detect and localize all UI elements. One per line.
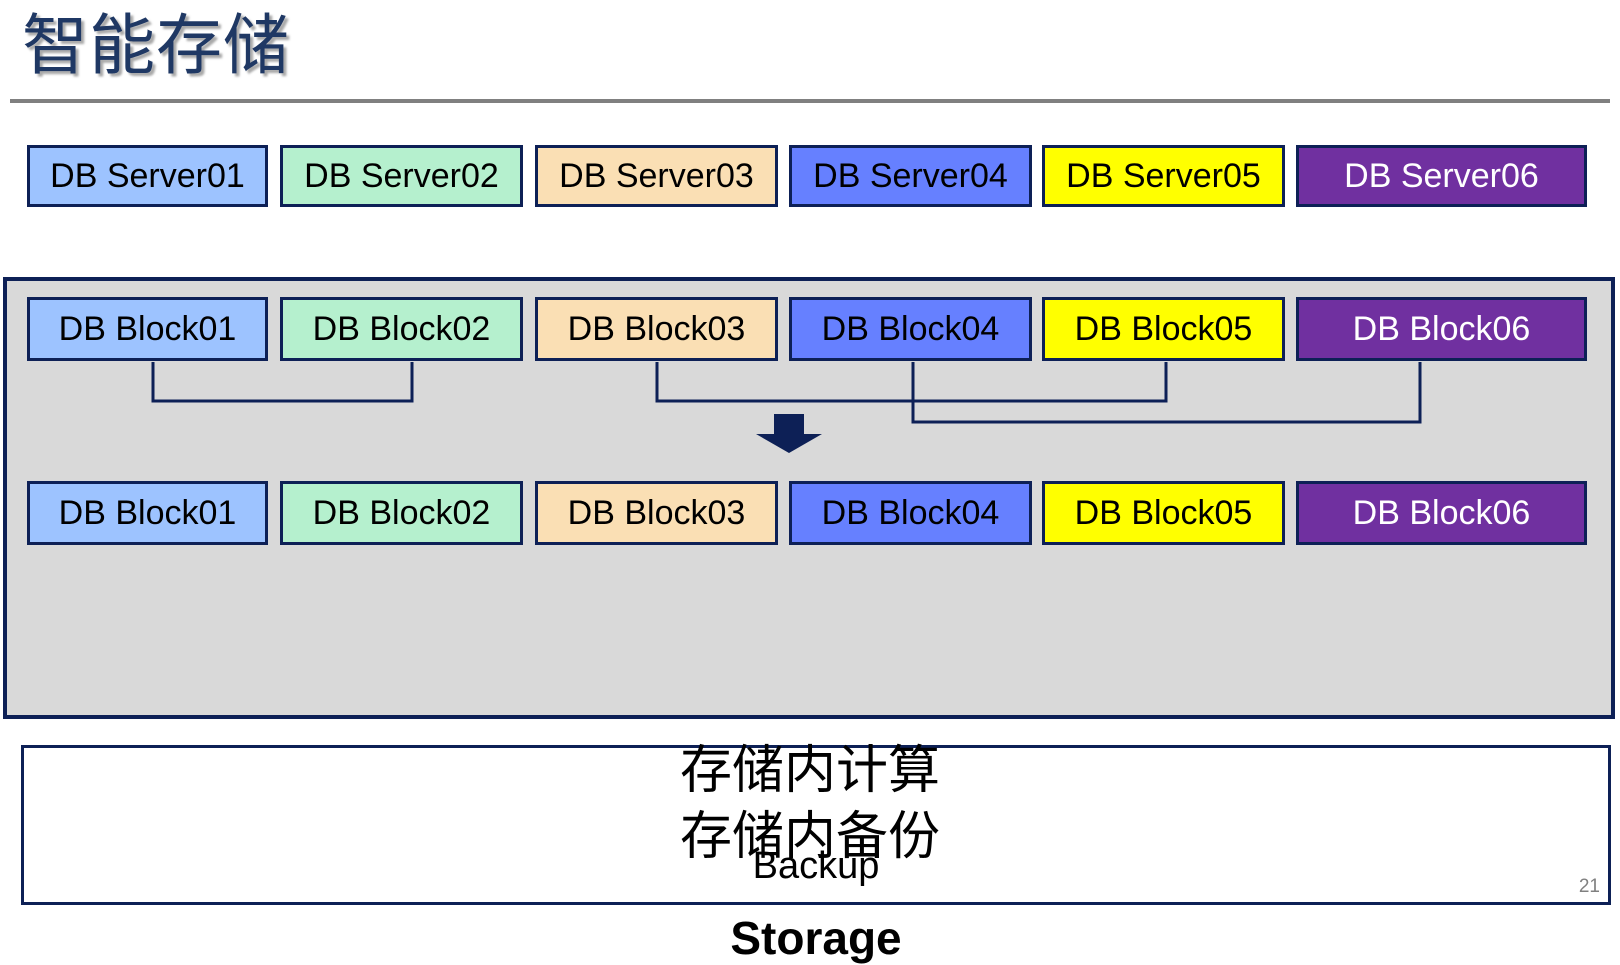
db-block-primary-box-1[interactable]: DB Block01	[27, 297, 268, 361]
db-block-backup-box-2[interactable]: DB Block02	[280, 481, 523, 545]
db-server-box-3[interactable]: DB Server03	[535, 145, 778, 207]
db-block-backup-box-3[interactable]: DB Block03	[535, 481, 778, 545]
db-server-box-2[interactable]: DB Server02	[280, 145, 523, 207]
db-server-box-4[interactable]: DB Server04	[789, 145, 1032, 207]
db-server-box-5[interactable]: DB Server05	[1042, 145, 1285, 207]
db-block-primary-box-2[interactable]: DB Block02	[280, 297, 523, 361]
title-divider	[10, 99, 1610, 103]
db-block-backup-box-1[interactable]: DB Block01	[27, 481, 268, 545]
db-block-primary-box-4[interactable]: DB Block04	[789, 297, 1032, 361]
db-server-box-6[interactable]: DB Server06	[1296, 145, 1587, 207]
db-server-box-1[interactable]: DB Server01	[27, 145, 268, 207]
backup-label: Backup	[752, 845, 880, 887]
db-block-backup-box-5[interactable]: DB Block05	[1042, 481, 1285, 545]
backup-panel	[21, 745, 1611, 905]
footer-line-2: 存储内备份	[679, 808, 940, 866]
page-title: 智能存储	[22, 8, 290, 82]
db-block-primary-box-3[interactable]: DB Block03	[535, 297, 778, 361]
db-block-primary-box-5[interactable]: DB Block05	[1042, 297, 1285, 361]
footer-text: 存储内计算 存储内备份	[0, 738, 1620, 870]
page-number: 21	[1578, 876, 1600, 897]
db-block-backup-box-6[interactable]: DB Block06	[1296, 481, 1587, 545]
db-block-backup-box-4[interactable]: DB Block04	[789, 481, 1032, 545]
footer-line-1: 存储内计算	[679, 742, 940, 800]
db-block-primary-box-6[interactable]: DB Block06	[1296, 297, 1587, 361]
storage-label: Storage	[730, 912, 902, 964]
